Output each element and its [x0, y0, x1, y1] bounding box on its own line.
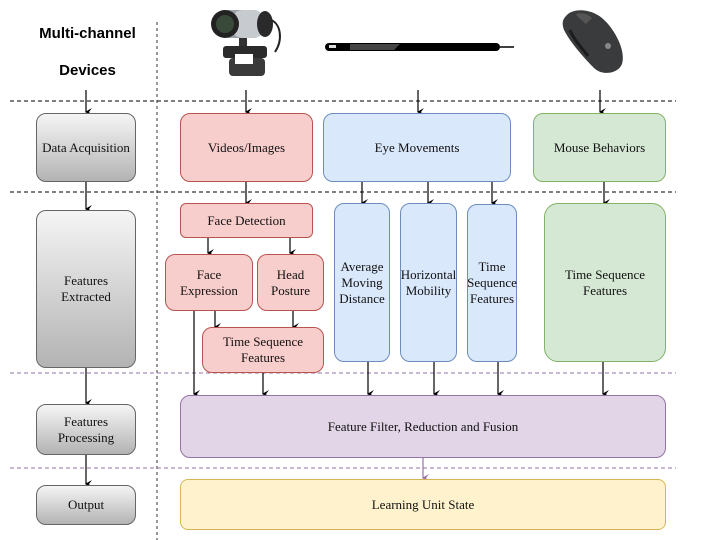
stage-data-acquisition: Data Acquisition — [36, 113, 136, 182]
stage-output: Output — [36, 485, 136, 525]
mouse-time-sequence-features-box: Time Sequence Features — [544, 203, 666, 362]
head-posture-box: Head Posture — [257, 254, 324, 311]
eye-movements-box: Eye Movements — [323, 113, 511, 182]
mouse-icon — [562, 10, 623, 73]
stage-features-processing: Features Processing — [36, 404, 136, 455]
face-expression-box: Face Expression — [165, 254, 253, 311]
horizontal-mobility-box: Horizontal Mobility — [400, 203, 457, 362]
stage-features-extracted: Features Extracted — [36, 210, 136, 368]
header-title-line1: Multi-channel — [39, 25, 136, 42]
webcam-icon — [211, 10, 281, 76]
eye-tracker-bar-icon — [325, 43, 514, 51]
video-time-sequence-features-box: Time Sequence Features — [202, 327, 324, 373]
header-title-line2: Devices — [59, 62, 116, 79]
average-moving-distance-box: Average Moving Distance — [334, 203, 390, 362]
learning-unit-state-box: Learning Unit State — [180, 479, 666, 530]
face-detection-box: Face Detection — [180, 203, 313, 238]
feature-fusion-box: Feature Filter, Reduction and Fusion — [180, 395, 666, 458]
videos-images-box: Videos/Images — [180, 113, 313, 182]
eye-time-sequence-features-box: Time Sequence Features — [467, 204, 517, 362]
mouse-behaviors-box: Mouse Behaviors — [533, 113, 666, 182]
